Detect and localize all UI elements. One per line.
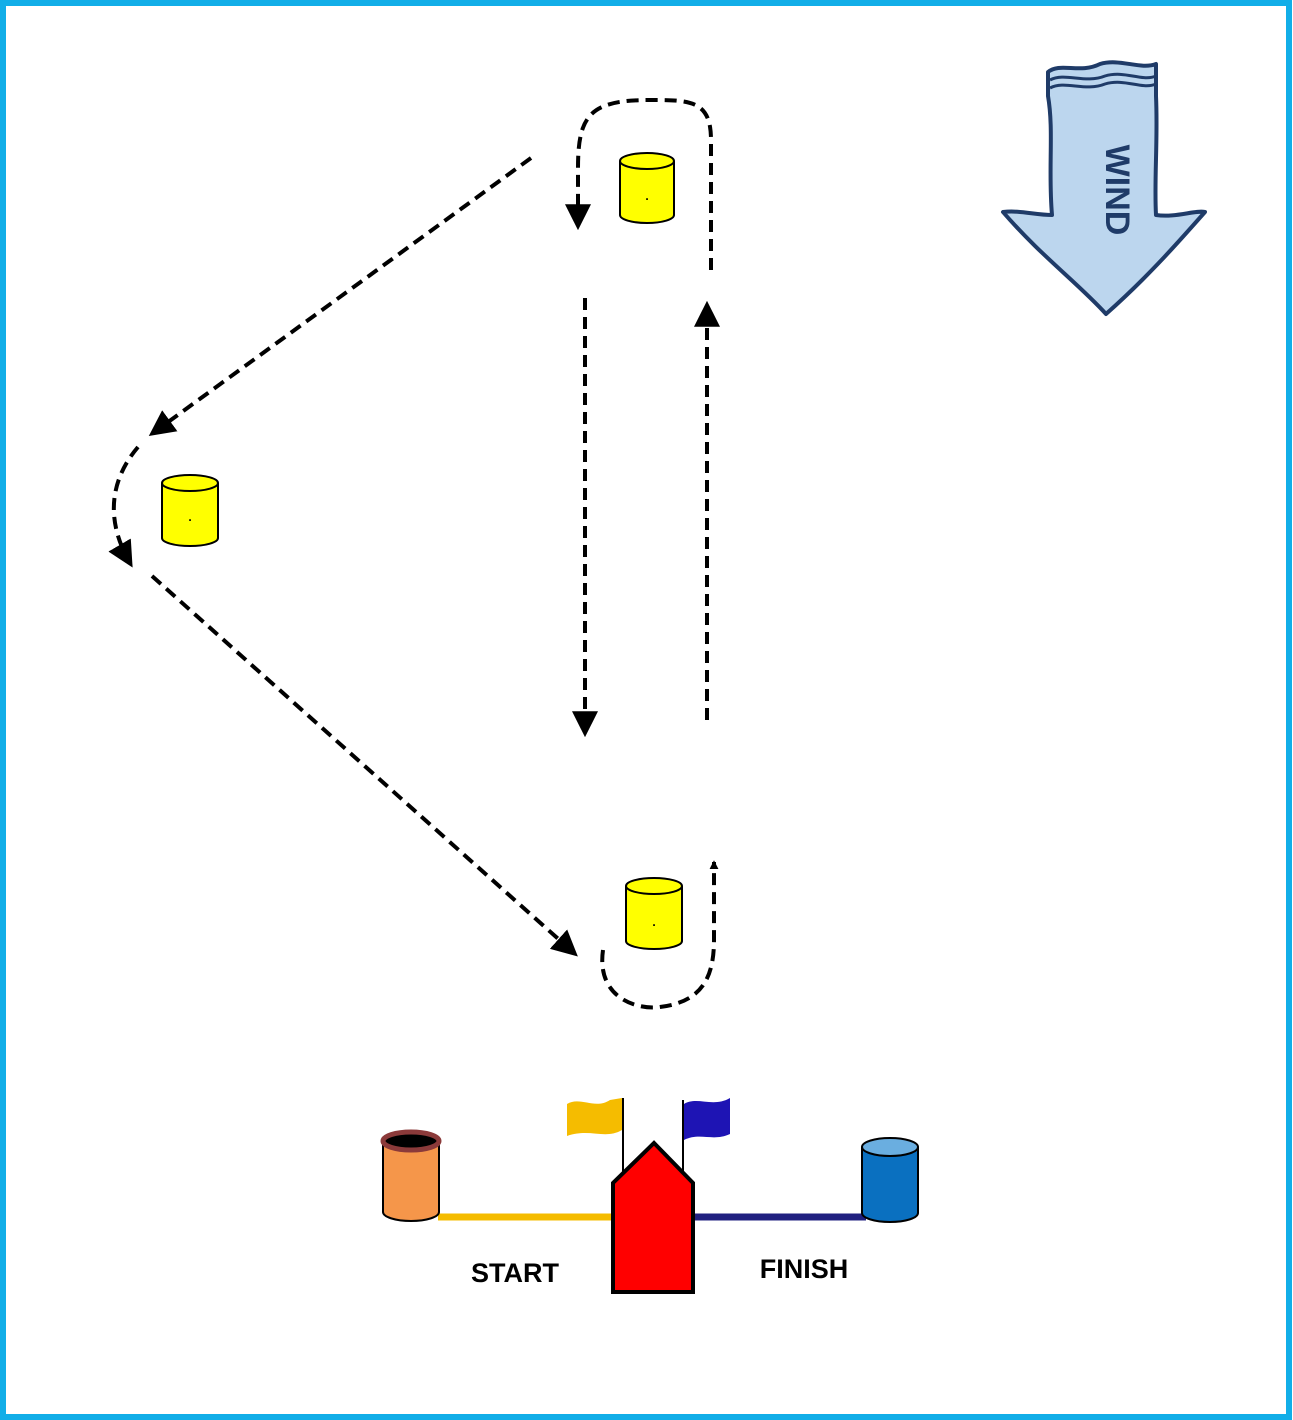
- course-paths: [108, 97, 720, 1010]
- path-bottom-rounding: [600, 860, 719, 1010]
- start-pin-buoy: [380, 1129, 442, 1222]
- start-label: START: [471, 1258, 559, 1288]
- finish-pin-buoy: [861, 1137, 919, 1223]
- buoy-wing: .: [161, 474, 219, 547]
- finish-label: FINISH: [760, 1254, 849, 1284]
- buoy-top-mark: .: [645, 189, 648, 203]
- finish-flag-icon: [682, 1098, 730, 1172]
- buoy-wing-mark: .: [188, 510, 191, 524]
- path-top-rounding: [565, 97, 713, 270]
- buoy-top: .: [619, 152, 675, 224]
- buoy-bottom-mark: .: [652, 915, 655, 929]
- wind-label: WIND: [1098, 145, 1136, 236]
- path-top-to-wing: [148, 156, 533, 437]
- buoy-bottom: .: [625, 877, 683, 950]
- path-wing-rounding: [108, 445, 140, 568]
- wind-arrow-icon: WIND: [1001, 60, 1207, 316]
- committee-boat: [611, 1140, 695, 1294]
- start-flag-icon: [567, 1098, 624, 1172]
